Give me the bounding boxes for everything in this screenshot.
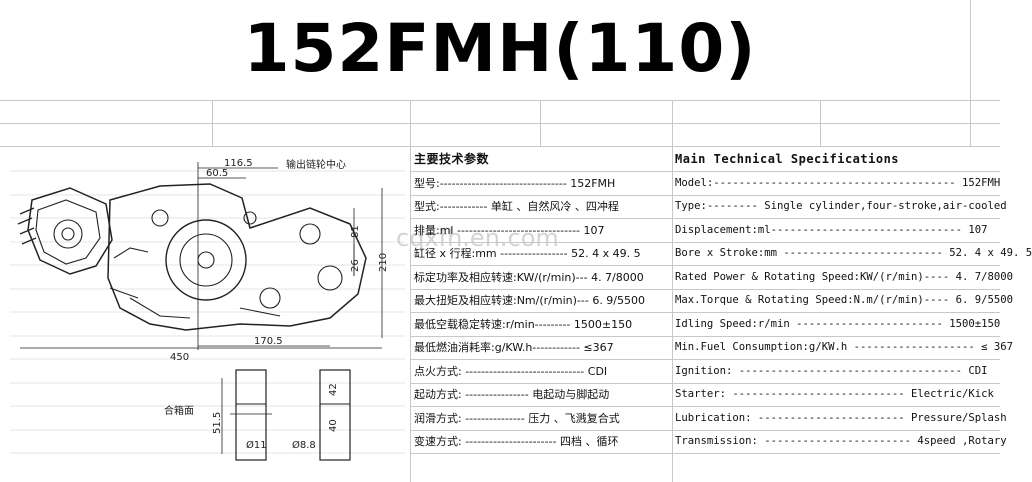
spec-cn-row: 润滑方式: --------------- 压力 、飞溅复合式 <box>414 411 620 425</box>
spec-en-row: Lubrication: ----------------------- Pre… <box>675 411 1007 424</box>
spec-en-row: Type:-------- Single cylinder,four-strok… <box>675 200 1007 212</box>
spec-en-row: Max.Torque & Rotating Speed:N.m/(r/min)-… <box>675 294 1014 306</box>
page-title: 152FMH(110) <box>243 10 757 87</box>
spec-cn-row: 型号:-------------------------------- 152F… <box>414 176 616 190</box>
spec-cn-row: 点火方式: ------------------------------ CDI <box>414 364 608 378</box>
specs-cn-heading: 主要技术参数 <box>414 152 490 166</box>
spec-en-row: Min.Fuel Consumption:g/KW.h ------------… <box>675 341 1014 353</box>
engine-drawing: 116.5 60.5 81 26 210 170.5 450 42 40 51.… <box>10 148 405 478</box>
spec-cn-row: 排量:ml ------------------------------- 10… <box>414 223 605 237</box>
label-output-sprocket-center: 输出链轮中心 <box>286 158 346 171</box>
spec-cn-row: 变速方式: ----------------------- 四档 、循环 <box>414 435 619 448</box>
specs-english-column: Main Technical Specifications Model:----… <box>675 148 1032 454</box>
dim-170-5: 170.5 <box>254 336 283 347</box>
label-case-face: 合箱面 <box>164 404 194 417</box>
dim-diameter-8-8: Ø8.8 <box>292 439 316 451</box>
dim-diameter-11: Ø11 <box>246 439 267 451</box>
spec-en-row: Ignition: ------------------------------… <box>675 364 988 377</box>
spec-en-row: Model:----------------------------------… <box>675 176 1001 189</box>
spec-cn-row: 最低燃油消耗率:g/KW.h------------ ≤367 <box>414 341 614 354</box>
dim-210: 210 <box>378 253 389 272</box>
dim-116-5: 116.5 <box>224 158 253 169</box>
spec-en-row: Rated Power & Rotating Speed:KW/(r/min)-… <box>675 270 1014 283</box>
spec-en-row: Transmission: ----------------------- 4s… <box>675 435 1007 447</box>
dim-81: 81 <box>350 225 361 238</box>
spec-en-row: Displacement:ml-------------------------… <box>675 223 988 236</box>
spec-cn-row: 最低空载稳定转速:r/min--------- 1500±150 <box>414 317 633 331</box>
dim-450: 450 <box>170 352 189 363</box>
dim-42: 42 <box>328 383 339 396</box>
spec-cn-row: 起动方式: ---------------- 电起动与脚起动 <box>414 388 610 401</box>
spec-cn-row: 型式:------------ 单缸 、自然风冷 、四冲程 <box>414 200 619 213</box>
spec-cn-row: 最大扭矩及相应转速:Nm/(r/min)--- 6. 9/5500 <box>414 294 646 307</box>
specs-chinese-column: 主要技术参数 型号:------------------------------… <box>414 148 672 454</box>
specs-en-heading: Main Technical Specifications <box>675 152 900 166</box>
watermark: cqxfh.en.com <box>396 224 559 252</box>
dim-60-5: 60.5 <box>206 168 228 179</box>
spec-cn-row: 缸径 x 行程:mm ----------------- 52. 4 x 49.… <box>414 247 641 260</box>
spec-en-row: Idling Speed:r/min ---------------------… <box>675 317 1001 330</box>
spec-en-row: Starter: --------------------------- Ele… <box>675 388 994 400</box>
dim-26: 26 <box>350 259 361 272</box>
spec-en-row: Bore x Stroke:mm -----------------------… <box>675 247 1032 259</box>
engine-outline-svg: 116.5 60.5 81 26 210 170.5 450 42 40 51.… <box>10 158 405 461</box>
dim-51-5: 51.5 <box>212 412 223 434</box>
spec-cn-row: 标定功率及相应转速:KW/(r/min)--- 4. 7/8000 <box>414 270 644 284</box>
dim-40: 40 <box>328 419 339 432</box>
